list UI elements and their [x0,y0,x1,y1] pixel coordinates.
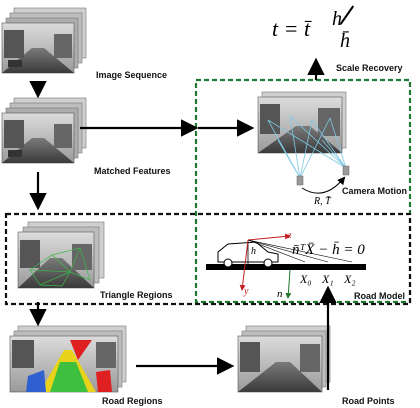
camera-motion-stack [257,91,350,194]
label-image-sequence: Image Sequence [96,70,168,80]
label-scale-recovery: Scale Recovery [336,63,403,73]
scale-equation-denominator: h̄ [340,30,350,52]
label-triangle-regions: Triangle Regions [100,290,173,300]
triangle-regions-stack [17,221,105,289]
point-x1-label: X₁ [322,272,334,286]
flow-arrows [29,57,337,390]
plane-equation: n̄ᵀX̄ − h̄ = 0 [292,242,365,258]
road-regions-stack [9,325,127,393]
axis-z-label: z [288,230,292,240]
normal-label: n [277,288,283,300]
label-road-regions: Road Regions [102,396,163,406]
point-x0-label: X₀ [300,272,312,286]
label-road-points: Road Points [342,396,395,406]
black-dashed-box [4,212,412,306]
scale-equation-lhs: t = t̄ [272,16,311,41]
rotation-translation-label: R, T̄ [314,196,331,207]
point-x2-label: X₂ [344,272,356,286]
image-sequence-stack [1,7,87,74]
axis-y-label: y [244,286,249,297]
road-model-diagram [206,233,366,299]
green-dashed-box [194,78,412,304]
matched-features-stack [1,97,87,164]
height-symbol: h [251,246,256,257]
label-matched-features: Matched Features [94,166,171,176]
label-road-model: Road Model [354,291,405,301]
road-points-stack [237,325,331,393]
label-camera-motion: Camera Motion [342,186,408,196]
scale-equation-numerator: h [332,8,342,30]
